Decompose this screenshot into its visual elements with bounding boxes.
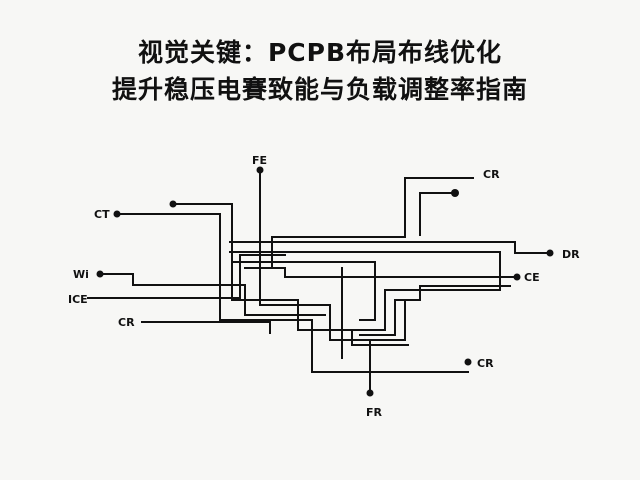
trace-t2	[172, 203, 409, 346]
title-line-1: 视觉关键：PCPB布局布线优化	[137, 38, 503, 67]
trace-cr-top	[271, 177, 474, 269]
trace-fe	[259, 169, 371, 394]
label-cr-bottom: CR	[477, 357, 494, 370]
trace-bus-2	[231, 261, 376, 321]
label-ice: ICE	[68, 293, 88, 306]
label-dr: DR	[562, 248, 580, 261]
pad-wi	[96, 270, 104, 278]
trace-ce-2	[359, 285, 511, 336]
pad-cr-top	[451, 189, 459, 197]
trace-ct	[116, 213, 469, 373]
pad-dr	[546, 249, 554, 257]
pad-t2	[169, 200, 177, 208]
page-title: 视觉关键：PCPB布局布线优化 提升稳压电賽致能与负载调整率指南	[0, 34, 640, 108]
trace-cr-left	[141, 321, 271, 334]
trace-bus-1	[229, 251, 501, 331]
trace-group	[87, 169, 551, 394]
trace-stub-2	[367, 299, 406, 341]
pad-ct	[113, 210, 121, 218]
trace-cr-top-2	[419, 192, 456, 236]
pad-fr	[366, 389, 374, 397]
pad-ce	[513, 273, 521, 281]
trace-ce	[244, 267, 518, 278]
pad-cr-bottom	[464, 358, 472, 366]
trace-dr	[229, 241, 551, 254]
trace-ice	[87, 254, 286, 299]
label-cr-top: CR	[483, 168, 500, 181]
pad-fe	[256, 166, 264, 174]
label-fr: FR	[366, 406, 383, 419]
trace-wi	[99, 273, 326, 316]
label-fe: FE	[252, 154, 267, 167]
label-ct: CT	[94, 208, 110, 221]
label-cr-left: CR	[118, 316, 135, 329]
title-line-2: 提升稳压电賽致能与负载调整率指南	[111, 75, 528, 104]
label-ce: CE	[524, 271, 540, 284]
pad-group	[96, 166, 554, 397]
label-wi: Wi	[73, 268, 89, 281]
